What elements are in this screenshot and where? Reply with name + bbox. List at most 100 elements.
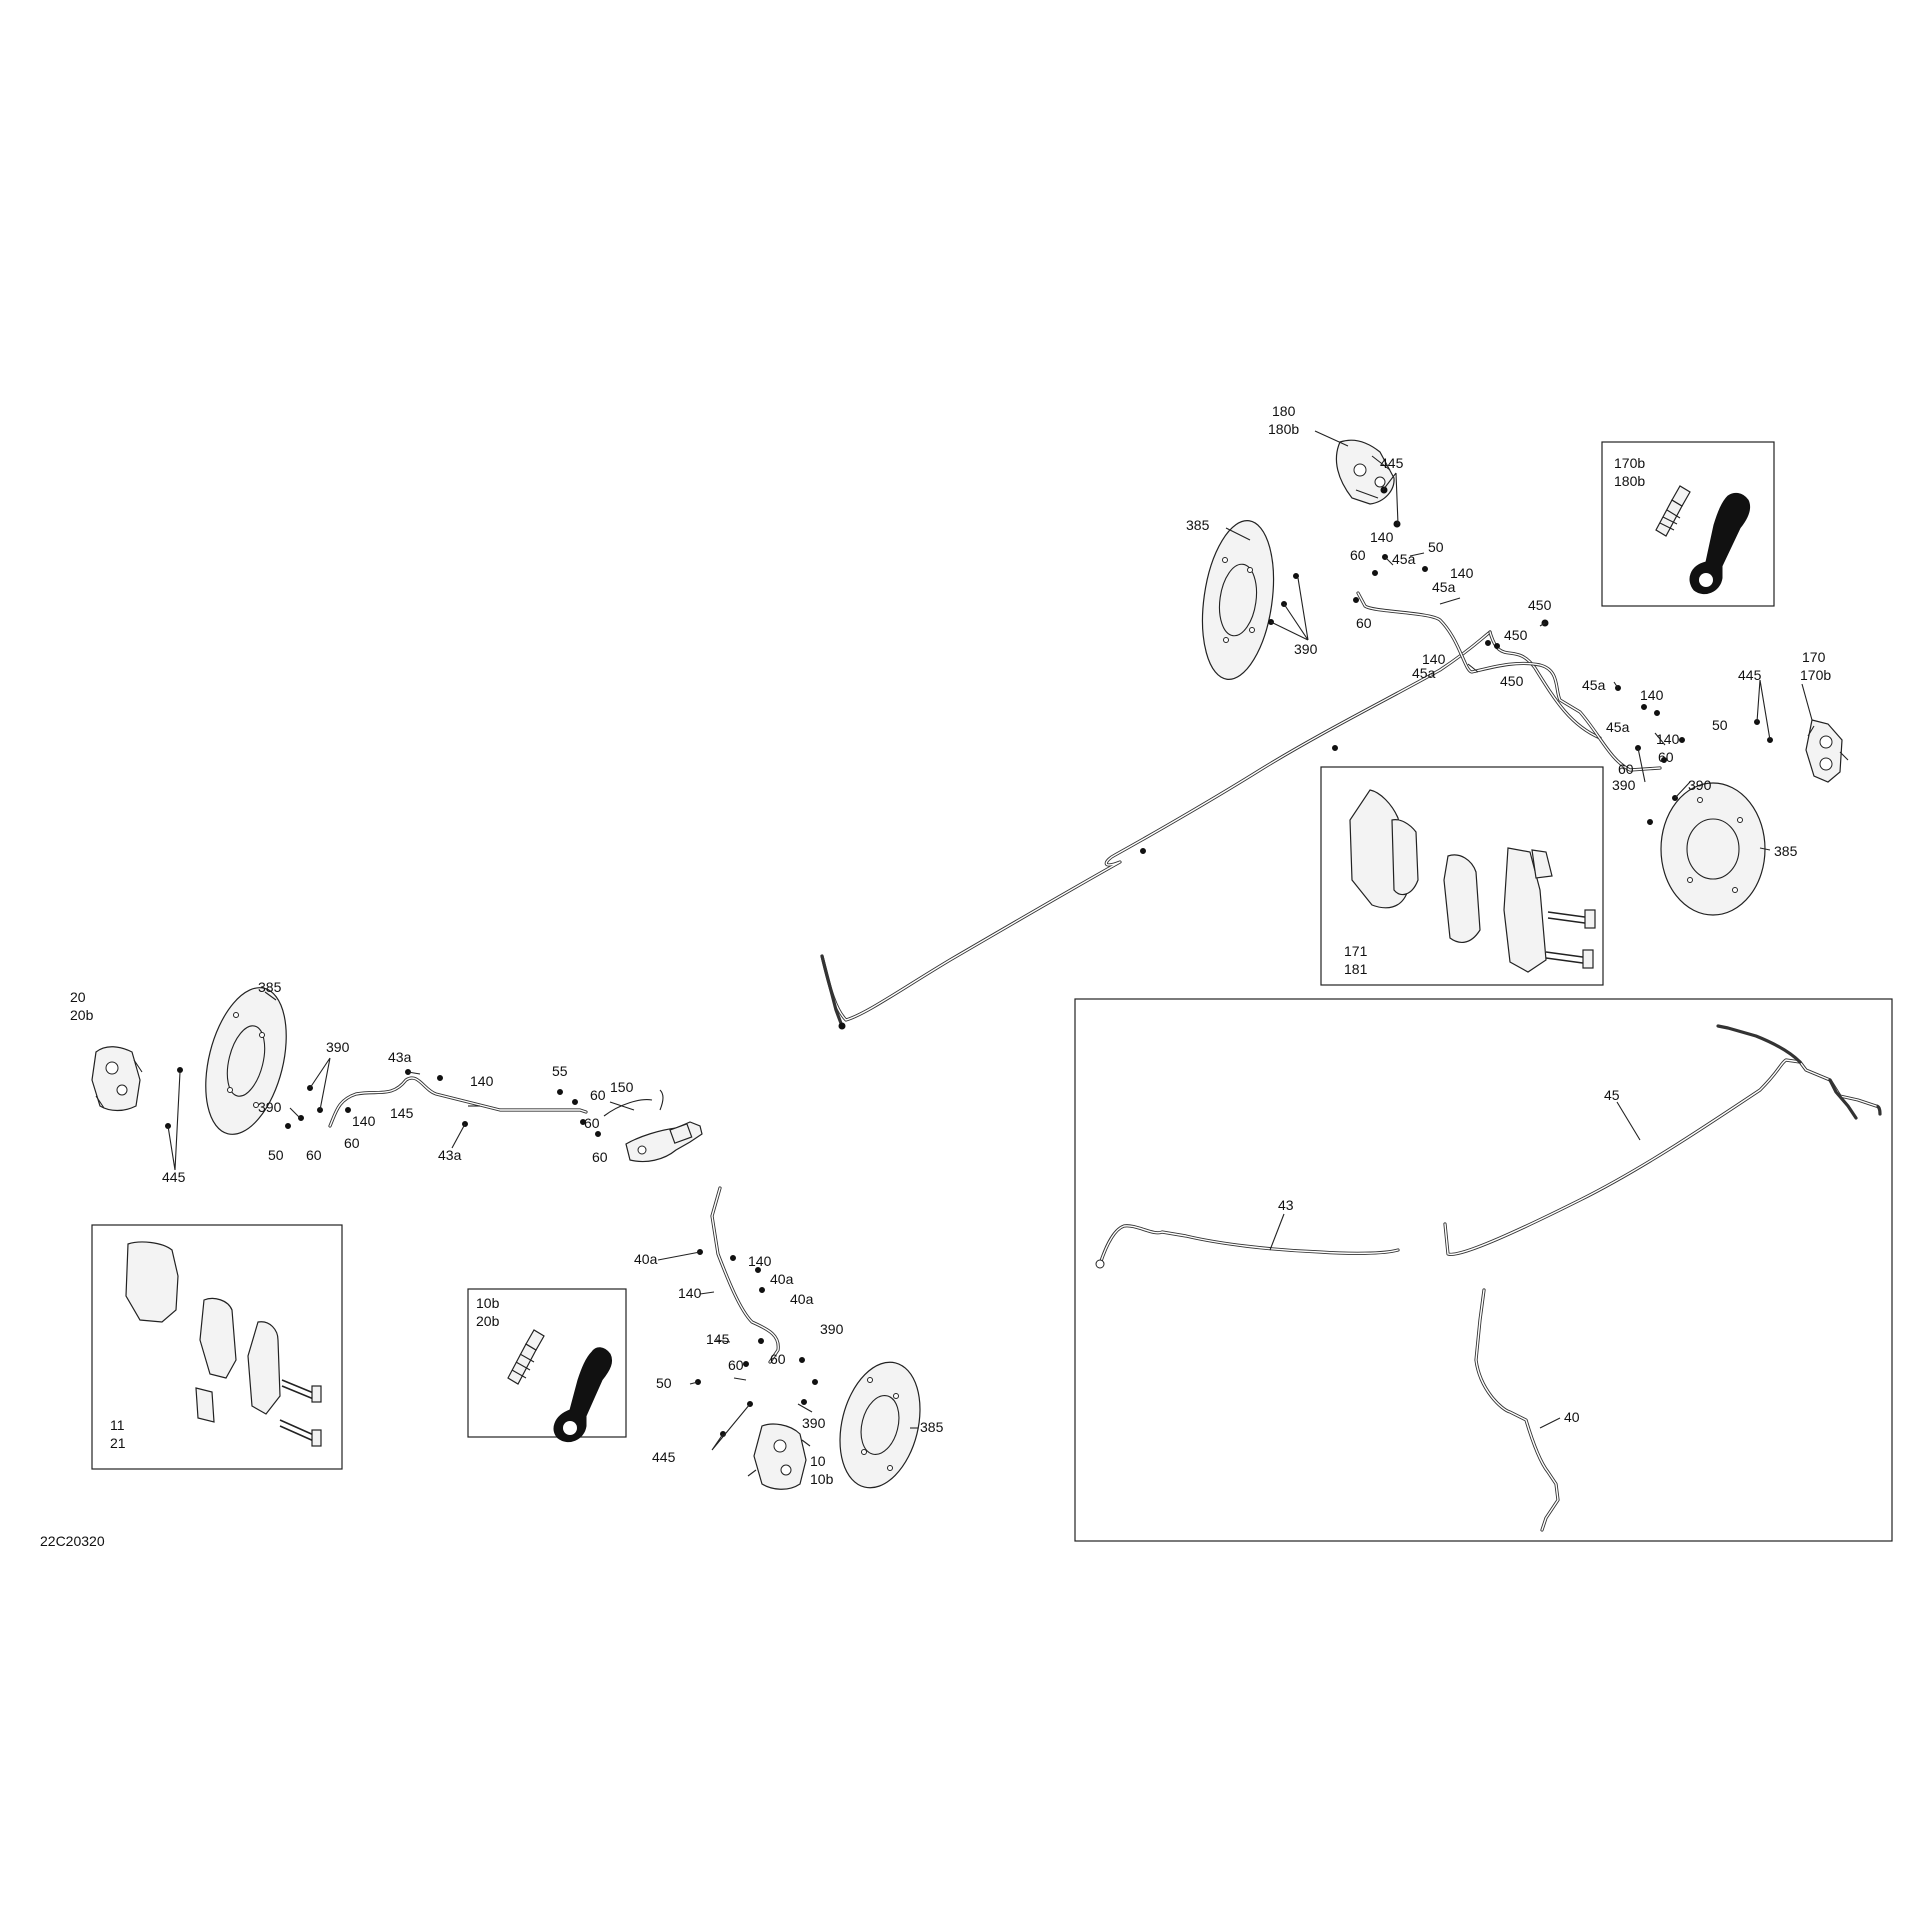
inset-box-bleeder-10b: [467, 1288, 627, 1438]
diagram-code: 22C20320: [40, 1533, 105, 1549]
inset-box-pads-11: [91, 1224, 343, 1470]
callout-label: 140: [1640, 687, 1664, 703]
callout-label: 60: [344, 1135, 360, 1151]
callout-label: 445: [652, 1449, 676, 1465]
callout-label: 20: [70, 989, 86, 1005]
callout-label: 45a: [1606, 719, 1630, 735]
callout-label: 50: [656, 1375, 672, 1391]
brake-disc-385-bottom: [839, 1361, 921, 1489]
caliper-180: [1335, 439, 1395, 505]
brake-disc-385-left: [205, 987, 287, 1135]
callout-label: 140: [352, 1113, 376, 1129]
brake-pads-171: [1349, 789, 1596, 973]
callout-label: 140: [470, 1073, 494, 1089]
callout-label: 150: [610, 1079, 634, 1095]
callout-label: 60: [1350, 547, 1366, 563]
bleeder-valve-10b: [507, 1329, 545, 1385]
callout-label: 45a: [1582, 677, 1606, 693]
callout-label: 40a: [790, 1291, 814, 1307]
brake-disc-385-top: [1201, 520, 1275, 680]
callout-label: 60: [1356, 615, 1372, 631]
callout-label: 60: [584, 1115, 600, 1131]
caliper-170: [1805, 719, 1849, 783]
callout-label: 180: [1272, 403, 1296, 419]
callout-label: 170b: [1614, 455, 1645, 471]
left-brake-line: [328, 1076, 588, 1128]
leader-lines: [167, 430, 1813, 1451]
callout-label: 60: [1618, 761, 1634, 777]
callout-label: 21: [110, 1435, 126, 1451]
callout-label: 55: [552, 1063, 568, 1079]
callout-label: 140: [1656, 731, 1680, 747]
callout-label: 60: [728, 1357, 744, 1373]
callout-label: 11: [110, 1417, 125, 1433]
callout-label: 140: [1370, 529, 1394, 545]
callout-label: 60: [592, 1149, 608, 1165]
callout-label: 45a: [1392, 551, 1416, 567]
callout-label: 445: [1738, 667, 1762, 683]
inset-box-bleeder-170b: [1601, 441, 1775, 607]
callout-label: 390: [326, 1039, 350, 1055]
callout-label: 60: [590, 1087, 606, 1103]
bleeder-valve-170b: [1655, 485, 1691, 537]
inset-box-pads-171: [1320, 766, 1604, 986]
callout-label: 140: [1450, 565, 1474, 581]
callout-label: 385: [1186, 517, 1210, 533]
caliper-20: [91, 1046, 143, 1112]
callout-label: 180b: [1268, 421, 1299, 437]
callout-label: 40a: [770, 1271, 794, 1287]
callout-label: 385: [920, 1419, 944, 1435]
callout-label: 20b: [70, 1007, 94, 1023]
callout-label: 140: [678, 1285, 702, 1301]
brake-line-43: [1095, 1224, 1400, 1269]
callout-label: 170: [1802, 649, 1826, 665]
bleeder-cap-icon: [1689, 492, 1751, 594]
callout-label: 50: [268, 1147, 284, 1163]
callout-label: 60: [770, 1351, 786, 1367]
callout-label: 145: [706, 1331, 730, 1347]
callout-labels: 180 180b 445 385 140 50 60 45a 140 45a 6…: [40, 403, 1831, 1549]
callout-label: 390: [802, 1415, 826, 1431]
callout-label: 45a: [1432, 579, 1456, 595]
line-end-fitting: [838, 1022, 846, 1030]
callout-label: 43a: [388, 1049, 412, 1065]
bleeder-cap-icon: [553, 1347, 613, 1442]
callout-label: 390: [258, 1099, 282, 1115]
callout-label: 390: [1688, 777, 1712, 793]
line-clip: [1332, 745, 1338, 751]
callout-label: 390: [820, 1321, 844, 1337]
callout-label: 45a: [1412, 665, 1436, 681]
main-brake-line: [820, 630, 1602, 1030]
callout-label: 43: [1278, 1197, 1294, 1213]
brake-pads-11: [125, 1241, 322, 1447]
callout-label: 390: [1294, 641, 1318, 657]
callout-label: 50: [1712, 717, 1728, 733]
callout-label: 10: [810, 1453, 826, 1469]
callout-label: 450: [1528, 597, 1552, 613]
callout-label: 180b: [1614, 473, 1645, 489]
callout-label: 390: [1612, 777, 1636, 793]
callout-label: 10b: [810, 1471, 834, 1487]
callout-label: 170b: [1800, 667, 1831, 683]
callout-label: 50: [1428, 539, 1444, 555]
callout-label: 181: [1344, 961, 1368, 977]
callout-label: 445: [1380, 455, 1404, 471]
callout-label: 145: [390, 1105, 414, 1121]
callout-label: 450: [1504, 627, 1528, 643]
callout-label: 45: [1604, 1087, 1620, 1103]
brake-line-40: [1474, 1288, 1560, 1532]
callout-label: 10b: [476, 1295, 500, 1311]
callout-label: 60: [1658, 749, 1674, 765]
top-branch-line: [1356, 591, 1662, 772]
inset-box-brake-lines: [1074, 998, 1893, 1542]
callout-label: 60: [306, 1147, 322, 1163]
callout-label: 40a: [634, 1251, 658, 1267]
callout-label: 171: [1344, 943, 1368, 959]
callout-label: 445: [162, 1169, 186, 1185]
callout-label: 40: [1564, 1409, 1580, 1425]
master-cylinder-150: [603, 1089, 703, 1163]
brake-line-45: [1443, 1024, 1882, 1256]
caliper-10: [747, 1423, 811, 1490]
callout-label: 385: [1774, 843, 1798, 859]
